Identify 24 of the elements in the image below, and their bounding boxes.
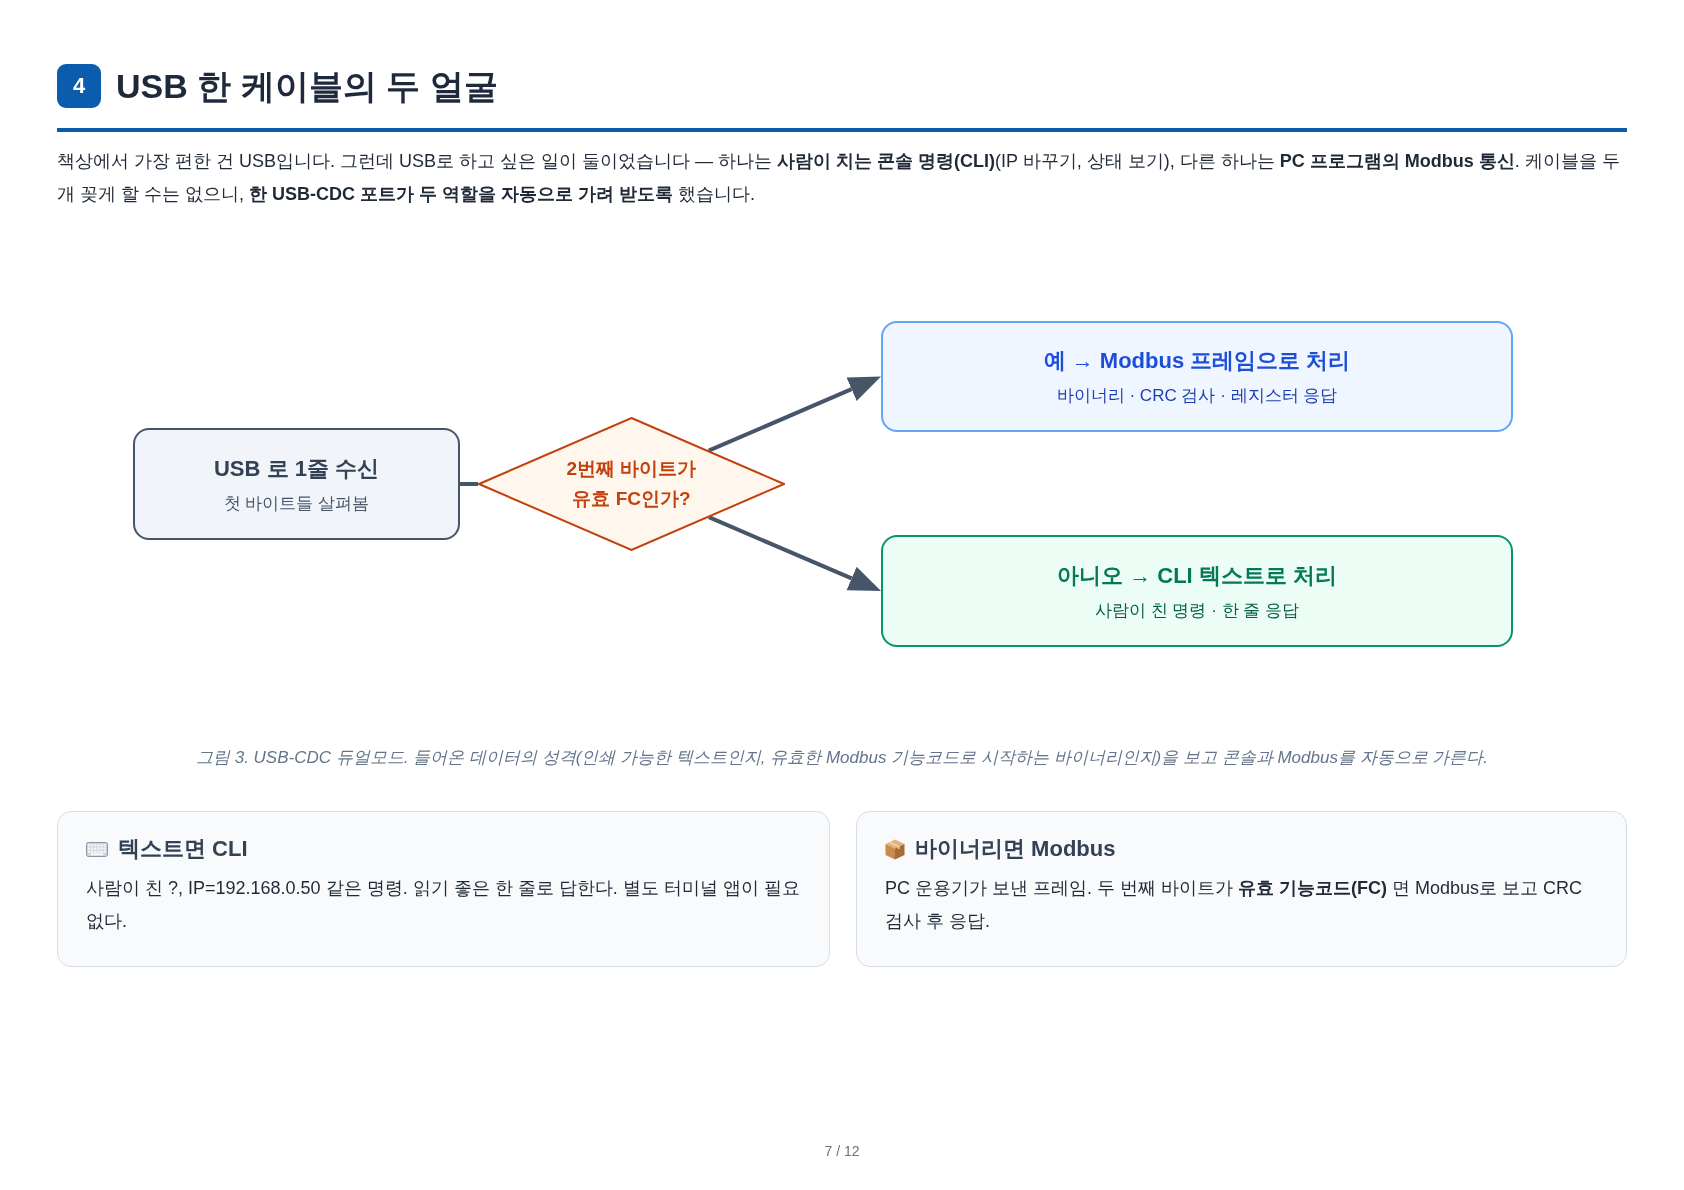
- node-title: 예 → Modbus 프레임으로 처리: [1043, 347, 1351, 375]
- connector-line: [460, 482, 478, 486]
- card-heading: 텍스트면 CLI: [118, 835, 248, 863]
- node-title: USB 로 1줄 수신: [214, 454, 379, 483]
- card-heading: 바이너리면 Modbus: [915, 835, 1116, 863]
- info-card: [856, 811, 1627, 967]
- card-text: PC 운용기가 보낸 프레임. 두 번째 바이트가 유효 기능코드(FC) 면 Modbus로 보고 CRC 검사 후 응답.: [885, 877, 1584, 933]
- decision-text: 2번째 바이트가 유효 FC인가?: [565, 457, 698, 511]
- card-text: 사람이 친 ?, IP=192.168.0.50 같은 명령. 읽기 좋은 한 줄로 답한다. 별도 터미널 앱이 필요 없다.: [86, 877, 801, 933]
- node-subtitle: 첫 바이트들 살펴봄: [223, 492, 370, 515]
- figure-caption: 그림 3. USB-CDC 듀얼모드. 들어온 데이터의 성격(인쇄 가능한 텍스트인지, 유효한 Modbus 기능코드로 시작하는 바이너리인지)을 보고 콘솔과 Modbus를 자동으로 가른다.: [195, 747, 1489, 769]
- process-box: [133, 428, 460, 540]
- arrow: [707, 376, 881, 453]
- process-box: [881, 321, 1513, 432]
- section-number: 4: [57, 64, 101, 108]
- arrow: [708, 515, 881, 591]
- page-title: USB 한 케이블의 두 얼굴: [116, 66, 498, 107]
- node-subtitle: 바이너리 · CRC 검사 · 레지스터 응답: [1056, 385, 1338, 407]
- node-title: 아니오 → CLI 텍스트로 처리: [1057, 561, 1337, 590]
- page-number: 7 / 12: [824, 1143, 860, 1159]
- process-box: [881, 535, 1513, 647]
- node-subtitle: 사람이 친 명령 · 한 줄 응답: [1095, 599, 1299, 622]
- info-card: [57, 811, 830, 967]
- intro-paragraph: 책상에서 가장 편한 건 USB입니다. 그런데 USB로 하고 싶은 일이 둘이었습니다 — 하나는 사람이 치는 콘솔 명령(CLI)(IP 바꾸기, 상태 보기), 다른 하나는 PC 프로그램의 Modbus 통신. 케이블을 두 개 꽂게 할 수는 없으니, 한 USB-CDC 포트가 두 역할을 자동으로 가려 받도록 했습니다.: [57, 150, 1621, 206]
